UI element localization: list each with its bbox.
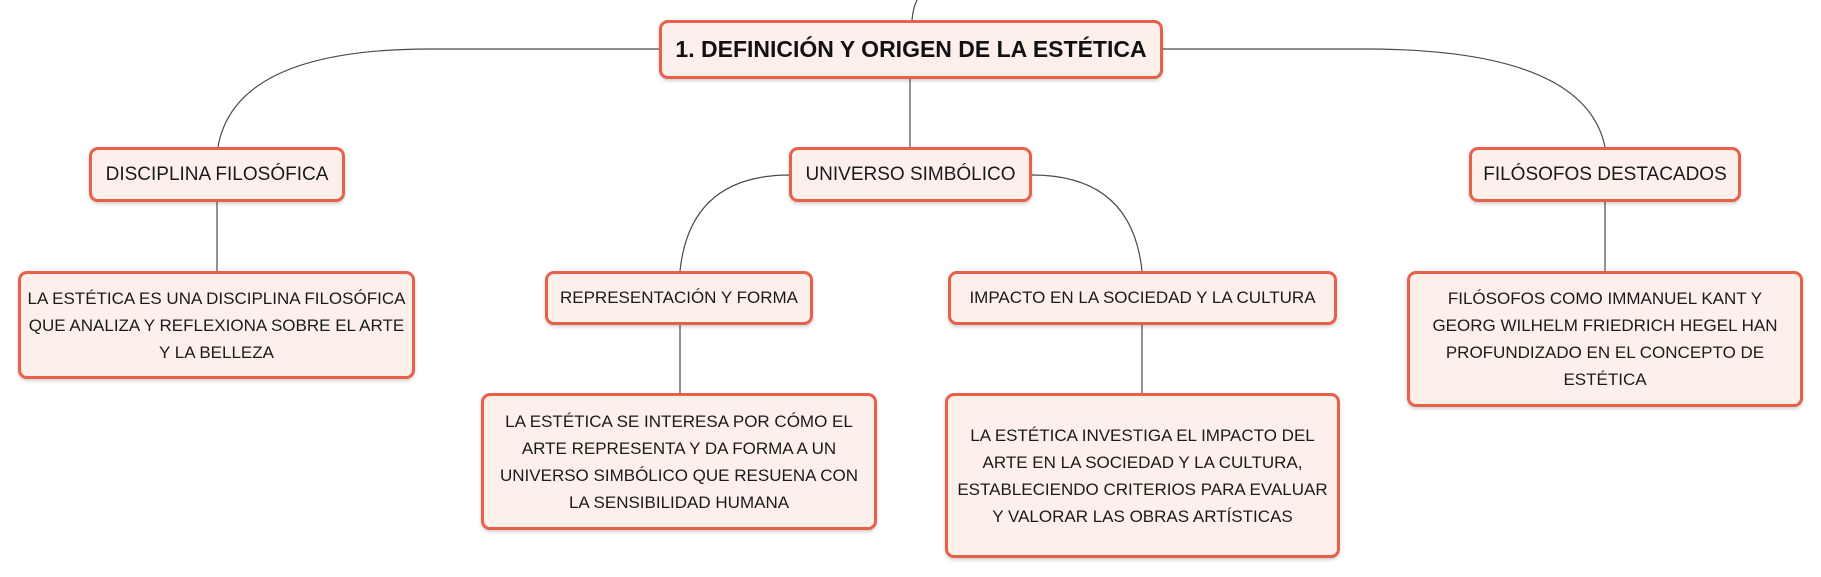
connector-root-to-filosofos <box>1163 48 1606 148</box>
subtopic-representacion-forma[interactable]: REPRESENTACIÓN Y FORMA <box>545 271 813 325</box>
topic-universo-simbolico-label: UNIVERSO SIMBÓLICO <box>805 163 1016 185</box>
subtopic-impacto-sociedad-cultura[interactable]: IMPACTO EN LA SOCIEDAD Y LA CULTURA <box>948 271 1337 325</box>
detail-representacion-forma-text: LA ESTÉTICA SE INTERESA POR CÓMO EL ARTE… <box>499 411 858 512</box>
subtopic-representacion-forma-label: REPRESENTACIÓN Y FORMA <box>559 288 799 307</box>
root-topic[interactable]: 1. DEFINICIÓN Y ORIGEN DE LA ESTÉTICA <box>659 20 1163 79</box>
detail-impacto-sociedad-cultura-text: LA ESTÉTICA INVESTIGA EL IMPACTO DEL ART… <box>957 425 1328 526</box>
topic-universo-simbolico[interactable]: UNIVERSO SIMBÓLICO <box>789 147 1032 202</box>
connector-root-to-disciplina <box>217 48 659 148</box>
detail-filosofos-destacados-text: FILÓSOFOS COMO IMMANUEL KANT Y GEORG WIL… <box>1432 289 1778 389</box>
topic-filosofos-destacados-label: FILÓSOFOS DESTACADOS <box>1483 163 1727 185</box>
detail-disciplina-filosofica[interactable]: LA ESTÉTICA ES UNA DISCIPLINA FILOSÓFICA… <box>18 271 415 379</box>
detail-filosofos-destacados[interactable]: FILÓSOFOS COMO IMMANUEL KANT Y GEORG WIL… <box>1407 271 1803 407</box>
topic-filosofos-destacados[interactable]: FILÓSOFOS DESTACADOS <box>1469 147 1741 202</box>
connector-parent-to-root <box>911 0 918 21</box>
connector-universo-to-impacto <box>1031 174 1143 272</box>
subtopic-impacto-sociedad-cultura-label: IMPACTO EN LA SOCIEDAD Y LA CULTURA <box>969 288 1316 307</box>
topic-disciplina-filosofica[interactable]: DISCIPLINA FILOSÓFICA <box>89 147 345 202</box>
root-topic-label: 1. DEFINICIÓN Y ORIGEN DE LA ESTÉTICA <box>675 36 1147 62</box>
connector-universo-to-representacion <box>679 174 791 272</box>
detail-disciplina-filosofica-text: LA ESTÉTICA ES UNA DISCIPLINA FILOSÓFICA… <box>27 288 406 362</box>
detail-impacto-sociedad-cultura[interactable]: LA ESTÉTICA INVESTIGA EL IMPACTO DEL ART… <box>945 393 1340 558</box>
detail-representacion-forma[interactable]: LA ESTÉTICA SE INTERESA POR CÓMO EL ARTE… <box>481 393 877 530</box>
topic-disciplina-filosofica-label: DISCIPLINA FILOSÓFICA <box>105 163 329 185</box>
